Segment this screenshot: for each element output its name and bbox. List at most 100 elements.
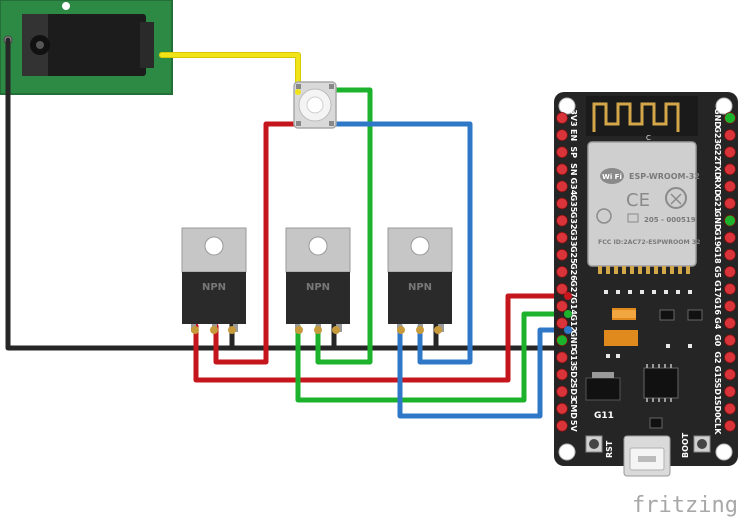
right-pin-txd (724, 163, 736, 176)
wire-green (295, 87, 571, 403)
transistor-3: NPN (387, 227, 453, 334)
left-pin-label: SD3 (569, 383, 578, 401)
right-pin-header: GNDG23G22TXDRXDG21GNDG19G18G5G17G16G4G0G… (713, 108, 736, 435)
rohs-icon (596, 208, 612, 224)
transistor-1: NPN (181, 227, 247, 334)
right-pin-sd0 (724, 402, 736, 415)
left-pin-g35 (556, 197, 568, 210)
right-pin-label: GND (713, 108, 722, 128)
wifi-logo: Wi Fi (600, 168, 624, 184)
left-pin-label: CMD (569, 398, 578, 419)
left-pin-sp (556, 146, 568, 159)
fcc-id: FCC ID:2AC72-ESPWROOM 32 (598, 239, 700, 246)
left-pin-label: G25 (569, 246, 578, 264)
wire-red (193, 121, 571, 383)
left-pin-label: G35 (569, 195, 578, 213)
left-pin-cmd (556, 402, 568, 415)
right-pin-g18 (724, 248, 736, 261)
right-pin-label: G21 (713, 195, 722, 213)
wire-yellow (159, 52, 301, 95)
right-pin-g22 (724, 146, 736, 159)
left-pin-label: EN (569, 129, 578, 141)
right-pin-label: G15 (713, 366, 722, 384)
left-pin-label: SP (569, 146, 578, 158)
left-pin-label: SN (569, 163, 578, 175)
left-pin-g27 (556, 283, 568, 295)
left-pin-label: G26 (569, 263, 578, 281)
transistor-1-label: NPN (202, 282, 226, 293)
left-pin-label: G32 (569, 212, 578, 230)
left-pin-label: 5V (569, 420, 578, 433)
left-pin-sd3 (556, 385, 568, 398)
right-pin-clk (724, 419, 736, 432)
right-pin-g5 (724, 265, 736, 278)
left-pin-label: G12 (569, 314, 578, 332)
right-pin-label: SD0 (713, 400, 722, 418)
left-pin-g33 (556, 231, 568, 244)
right-pin-sd1 (724, 385, 736, 398)
wire-end-dots (295, 89, 572, 352)
rst-label: RST (605, 440, 614, 458)
right-pin-label: G22 (713, 143, 722, 161)
wire-blue (329, 121, 571, 419)
left-pin-5v (556, 419, 568, 432)
right-pin-label: SD1 (713, 383, 722, 401)
left-pin-g26 (556, 265, 568, 278)
left-pin-sn (556, 163, 568, 176)
left-pin-g14 (556, 300, 568, 313)
left-pin-g25 (556, 248, 568, 261)
fritzing-watermark: fritzing (632, 493, 738, 518)
left-pin-label: GND (569, 330, 578, 350)
boot-button (693, 435, 711, 453)
wire-ground (5, 37, 573, 351)
left-pin-en (556, 129, 568, 142)
right-pin-label: G18 (713, 246, 722, 264)
boot-label: BOOT (681, 432, 690, 458)
transistor-3-label: NPN (408, 282, 432, 293)
rgb-led (293, 81, 337, 129)
right-pin-label: G0 (713, 334, 722, 347)
usb-port (623, 435, 671, 477)
right-pin-label: GND (713, 211, 722, 231)
left-pin-label: G33 (569, 229, 578, 247)
r-code: 205 - 000519 (644, 216, 696, 224)
left-pin-g13 (556, 351, 568, 364)
right-pin-label: G19 (713, 229, 722, 247)
left-pin-g34 (556, 180, 568, 193)
left-pin-gnd (556, 334, 568, 347)
transistor-2-label: NPN (306, 282, 330, 293)
right-pin-label: RXD (713, 177, 722, 196)
right-pin-g21 (724, 197, 736, 210)
right-pin-label: G5 (713, 266, 722, 279)
right-pin-gnd (724, 214, 736, 227)
left-pin-label: G34 (569, 178, 578, 196)
dc-jack-board (0, 0, 173, 95)
right-pin-g17 (724, 283, 736, 295)
right-pin-g15 (724, 368, 736, 381)
right-pin-label: TXD (713, 160, 722, 179)
left-pin-label: G14 (569, 297, 578, 315)
right-pin-gnd (724, 112, 736, 124)
right-pin-label: G4 (713, 317, 722, 330)
right-pin-g16 (724, 300, 736, 313)
left-pin-label: G13 (569, 349, 578, 367)
trash-bin-icon (665, 187, 687, 209)
module-name: ESP-WROOM-32 (629, 172, 700, 181)
left-pin-label: 3V3 (569, 109, 578, 126)
right-pin-g0 (724, 334, 736, 347)
left-pin-3v3 (556, 112, 568, 124)
right-pin-rxd (724, 180, 736, 193)
right-pin-label: G16 (713, 297, 722, 315)
rst-button (585, 435, 603, 453)
right-pin-label: CLK (713, 417, 722, 435)
esp32-board: C Wi Fi ESP-WROOM-32 CE 205 - 000519 FCC… (554, 92, 738, 477)
antenna-label: C (646, 134, 651, 142)
right-pin-g19 (724, 231, 736, 244)
right-pin-g4 (724, 317, 736, 330)
left-pin-g32 (556, 214, 568, 227)
ce-mark: CE (626, 190, 650, 211)
left-pin-label: G27 (569, 280, 578, 298)
wifi-logo-text: Wi Fi (602, 173, 622, 181)
